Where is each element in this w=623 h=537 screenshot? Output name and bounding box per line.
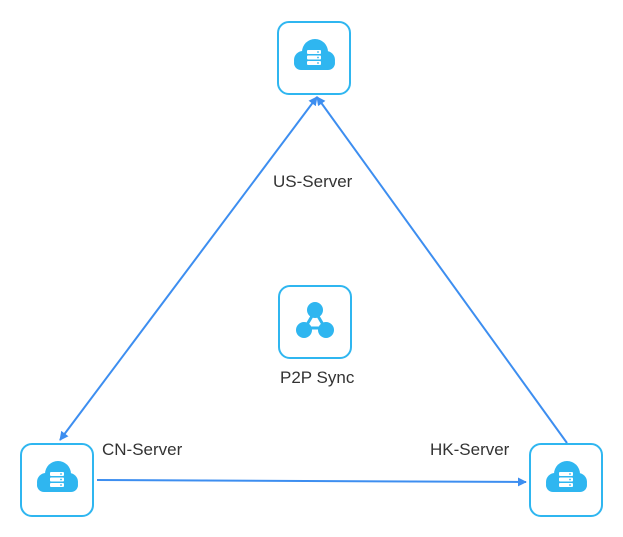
cn-server-node	[20, 443, 94, 517]
cloud-server-icon	[546, 461, 587, 492]
hk-server-node	[529, 443, 603, 517]
edge-us-cn	[59, 96, 318, 441]
cn-server-label: CN-Server	[102, 440, 183, 459]
p2p-sync-node	[278, 285, 352, 359]
p2p-sync-label: P2P Sync	[280, 368, 355, 387]
cloud-server-icon	[294, 39, 335, 70]
hk-server-label: HK-Server	[430, 440, 510, 459]
edge-cn-hk	[96, 477, 527, 487]
cloud-server-icon	[37, 461, 78, 492]
edge-hk-us	[316, 96, 568, 444]
us-server-node	[277, 21, 351, 95]
us-server-label: US-Server	[273, 172, 353, 191]
share-network-icon	[296, 302, 334, 338]
